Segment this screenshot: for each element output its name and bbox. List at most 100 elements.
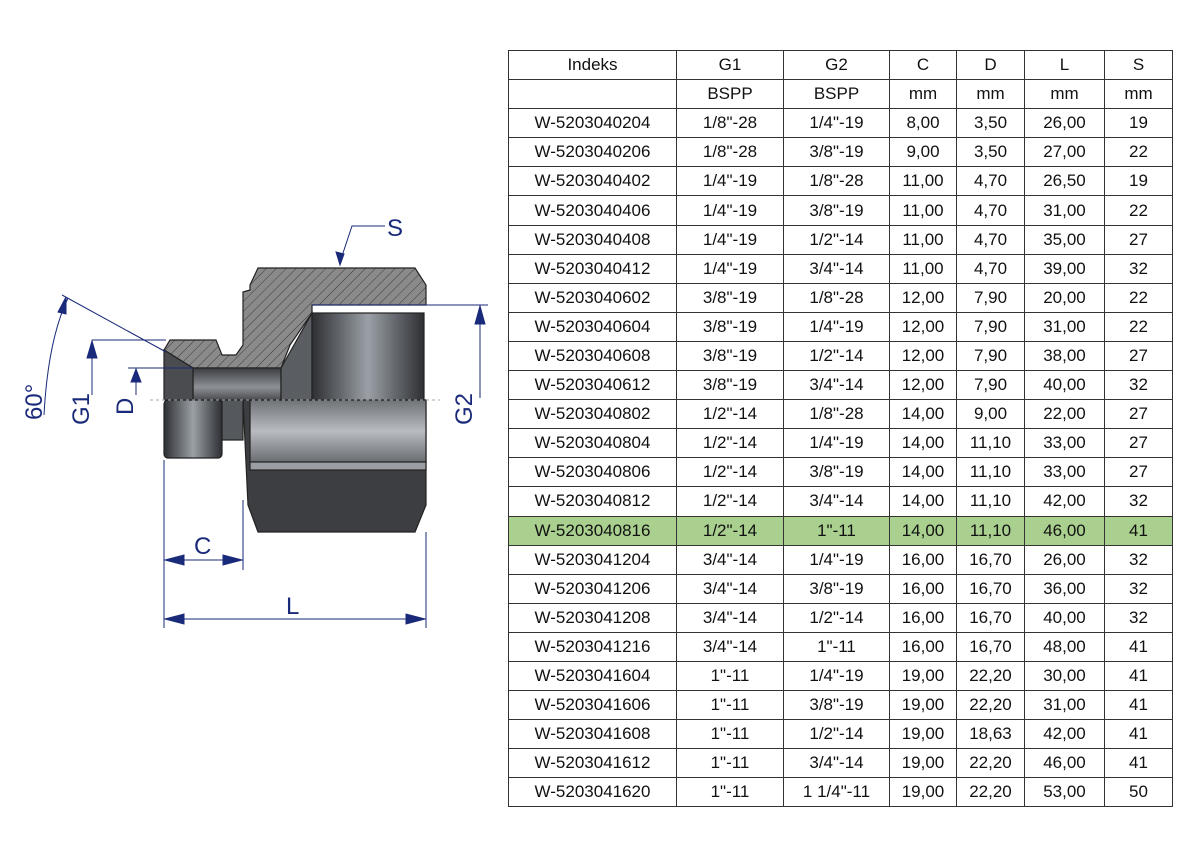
label-l: L [286,593,299,620]
table-cell: 31,00 [1024,690,1105,721]
table-cell: mm [1024,79,1105,110]
table-cell: 12,00 [889,340,957,372]
table-cell: 38,00 [1024,340,1105,372]
table-cell: 1/4"-19 [783,311,890,342]
table-cell: 19,00 [889,777,957,808]
table-cell: 1"-11 [783,515,890,546]
table-cell: 14,00 [889,399,957,430]
table-cell: BSPP [676,79,784,110]
table-cell: 41 [1104,515,1173,546]
table-cell: 11,00 [889,224,957,255]
table-cell: 3,50 [956,108,1025,139]
table-cell: 31,00 [1024,195,1105,226]
table-cell: mm [1104,79,1173,110]
table-cell: 3/4"-14 [783,486,890,517]
table-cell: 3/8"-19 [783,690,890,721]
table-cell: 1/2"-14 [783,719,890,750]
table-cell: W-5203041206 [508,573,677,604]
table-cell: 20,00 [1024,282,1105,313]
table-cell: 1/2"-14 [676,399,784,430]
table-cell: 19 [1104,108,1173,139]
table-cell: 16,00 [889,631,957,662]
table-cell: 3/8"-19 [676,282,784,313]
label-c: C [194,533,211,560]
table-cell: 16,70 [956,631,1025,662]
table-cell: 19,00 [889,660,957,692]
table-cell: 3,50 [956,137,1025,168]
table-cell: 1"-11 [676,719,784,750]
table-cell: 22,20 [956,777,1025,808]
table-cell: W-5203040812 [508,486,677,517]
table-cell: 19,00 [889,748,957,779]
table-cell: W-5203040804 [508,428,677,459]
table-cell: 1/2"-14 [676,486,784,517]
table-cell: 53,00 [1024,777,1105,808]
table-cell: 19,00 [889,690,957,721]
table-cell: 39,00 [1024,253,1105,284]
table-cell: 12,00 [889,370,957,401]
table-cell: 4,70 [956,253,1025,284]
table-cell: mm [956,79,1025,110]
table-cell: 11,10 [956,486,1025,517]
table-cell: 11,10 [956,428,1025,459]
table-cell: 41 [1104,690,1173,721]
table-cell: 1/4"-19 [783,108,890,139]
table-cell: 1/2"-14 [676,428,784,459]
table-cell: W-5203040816 [508,515,677,546]
table-cell: L [1024,49,1105,81]
table-cell: 41 [1104,748,1173,779]
table-cell: 33,00 [1024,428,1105,459]
table-cell: 4,70 [956,166,1025,197]
table-cell: 18,63 [956,719,1025,750]
table-cell: 1/2"-14 [676,515,784,546]
table-cell: 4,70 [956,224,1025,255]
table-cell: 40,00 [1024,602,1105,633]
table-cell: 42,00 [1024,719,1105,750]
table-cell: 3/4"-14 [676,573,784,604]
table-cell: 16,00 [889,544,957,575]
label-angle: 60° [21,384,48,420]
table-cell: 14,00 [889,428,957,459]
table-cell: 14,00 [889,486,957,517]
table-cell: 22 [1104,137,1173,168]
table-cell: 22 [1104,195,1173,226]
table-cell: 14,00 [889,457,957,488]
table-cell: 22 [1104,311,1173,342]
table-cell: W-5203040608 [508,340,677,372]
table-cell: W-5203041216 [508,631,677,662]
table-cell: 33,00 [1024,457,1105,488]
table-cell: C [889,49,957,81]
table-cell: 8,00 [889,108,957,139]
table-cell: W-5203040402 [508,166,677,197]
table-cell: 16,70 [956,573,1025,604]
table-cell: 1/4"-19 [783,660,890,692]
table-cell: W-5203040612 [508,370,677,401]
table-cell: 9,00 [956,399,1025,430]
table-cell: 41 [1104,719,1173,750]
table-cell: 1/8"-28 [676,137,784,168]
table-cell: 1 1/4"-11 [783,777,890,808]
table-cell: 27 [1104,224,1173,255]
fitting-body [150,267,440,533]
table-cell: 11,00 [889,195,957,226]
table-cell: 22,20 [956,660,1025,692]
table-cell: 1/4"-19 [676,224,784,255]
table-cell: 26,00 [1024,544,1105,575]
table-cell: 1"-11 [676,748,784,779]
table-cell: W-5203041606 [508,690,677,721]
table-cell: 16,00 [889,602,957,633]
label-d: D [112,398,139,415]
table-cell: 4,70 [956,195,1025,226]
table-cell: 26,50 [1024,166,1105,197]
table-cell: W-5203041208 [508,602,677,633]
